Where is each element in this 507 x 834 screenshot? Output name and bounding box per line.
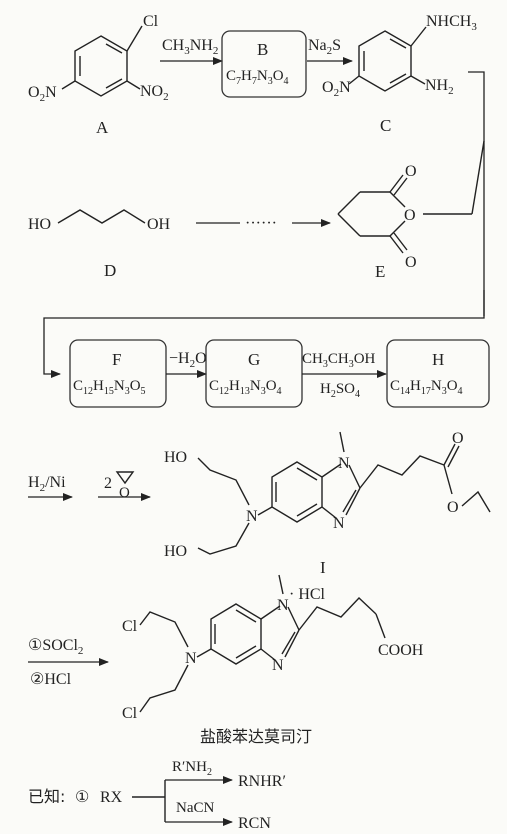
box-g: G C12H13N3O4	[205, 339, 303, 408]
f-n3: N	[272, 657, 284, 674]
reagent-socl2: ①SOCl2	[28, 637, 83, 657]
i-ho-bottom: HO	[164, 543, 187, 560]
connector-c	[468, 71, 485, 316]
box-h: H C14H17N3O4	[386, 339, 490, 408]
known-rx: RX	[100, 789, 123, 806]
arrow-f-g: −H2O	[166, 350, 207, 378]
epoxide-coefficient: 2	[104, 475, 112, 492]
compound-c: NHCH3 NH2 O2N C	[322, 13, 477, 135]
compound-bendamustine: N N · HCl COOH N Cl Cl 盐酸苯达莫司汀	[122, 574, 424, 746]
known-reagent-2: NaCN	[176, 800, 214, 816]
e-o-top: O	[405, 163, 417, 180]
box-b: B C7H7N3O4	[221, 30, 307, 98]
a-no2-right: NO2	[140, 83, 169, 103]
c-nhch3: NHCH3	[426, 13, 477, 33]
arrow-final: ①SOCl2 ②HCl	[28, 637, 109, 688]
compound-e-label: E	[375, 262, 385, 281]
arrow-a-b: CH3NH2	[160, 37, 223, 65]
arrow-g-h: CH3CH3OH H2SO4	[302, 351, 387, 400]
compound-a-label: A	[96, 118, 109, 137]
known-product-2: RCN	[238, 815, 271, 832]
e-o-bottom: O	[405, 254, 417, 271]
e-o-ring: O	[404, 207, 416, 224]
compound-c-label: C	[380, 116, 391, 135]
i-n-amine: N	[246, 508, 258, 525]
compound-d: HO OH D	[28, 209, 171, 280]
i-o-ester: O	[447, 499, 459, 516]
box-f-formula: C12H15N3O5	[73, 378, 146, 397]
box-g-letter: G	[248, 350, 260, 369]
box-g-formula: C12H13N3O4	[209, 378, 282, 397]
arrow-d-e: ······	[196, 215, 331, 232]
f-cl-top: Cl	[122, 618, 138, 635]
compound-i-label: I	[320, 558, 326, 577]
reagent-na2s: Na2S	[308, 37, 341, 57]
reagent-ethanol: CH3CH3OH	[302, 351, 376, 370]
f-n-amine: N	[185, 650, 197, 667]
reagent-minus-h2o: −H2O	[169, 350, 207, 370]
i-o-carbonyl: O	[452, 430, 464, 447]
d-ho: HO	[28, 216, 51, 233]
d-oh: OH	[147, 216, 171, 233]
box-f: F C12H15N3O5	[69, 339, 167, 408]
known-reagent-1: R′NH2	[172, 759, 212, 778]
c-nh2: NH2	[425, 77, 454, 97]
f-hcl: · HCl	[289, 586, 326, 603]
i-ho-top: HO	[164, 449, 187, 466]
box-f-letter: F	[112, 350, 121, 369]
dots-label: ······	[245, 215, 277, 232]
connector-to-f	[43, 290, 485, 378]
box-h-formula: C14H17N3O4	[390, 378, 463, 397]
c-o2n: O2N	[322, 79, 351, 99]
arrow-b-c: Na2S	[307, 37, 353, 65]
epoxide-o: O	[119, 485, 130, 501]
reagent-h2-ni: H2/Ni	[28, 474, 66, 494]
f-n1: N	[277, 597, 289, 614]
i-n3: N	[333, 515, 345, 532]
compound-i: N N O O N HO HO I	[164, 430, 491, 577]
a-cl-label: Cl	[143, 13, 159, 30]
compound-a: Cl NO2 O2N A	[28, 13, 169, 137]
known-product-1: RNHR′	[238, 773, 286, 790]
a-no2-left: O2N	[28, 84, 57, 104]
known-index: ①	[75, 789, 89, 806]
reagent-hcl: ②HCl	[30, 671, 72, 688]
f-cooh: COOH	[378, 642, 424, 659]
reagent-ch3nh2: CH3NH2	[162, 37, 218, 57]
box-h-letter: H	[432, 350, 444, 369]
f-cl-bottom: Cl	[122, 705, 138, 722]
arrow-epoxide: 2 O	[98, 471, 151, 501]
compound-d-label: D	[104, 261, 116, 280]
box-b-formula: C7H7N3O4	[226, 68, 289, 87]
compound-e: O O O E	[337, 140, 485, 281]
reagent-h2so4: H2SO4	[320, 381, 360, 400]
arrow-h2-ni: H2/Ni	[28, 474, 73, 501]
box-b-letter: B	[257, 40, 268, 59]
i-n1: N	[338, 455, 350, 472]
final-name: 盐酸苯达莫司汀	[200, 727, 312, 746]
known-info: 已知: ① RX R′NH2 NaCN RNHR′ RCN	[28, 759, 286, 832]
known-prefix: 已知:	[28, 787, 65, 806]
